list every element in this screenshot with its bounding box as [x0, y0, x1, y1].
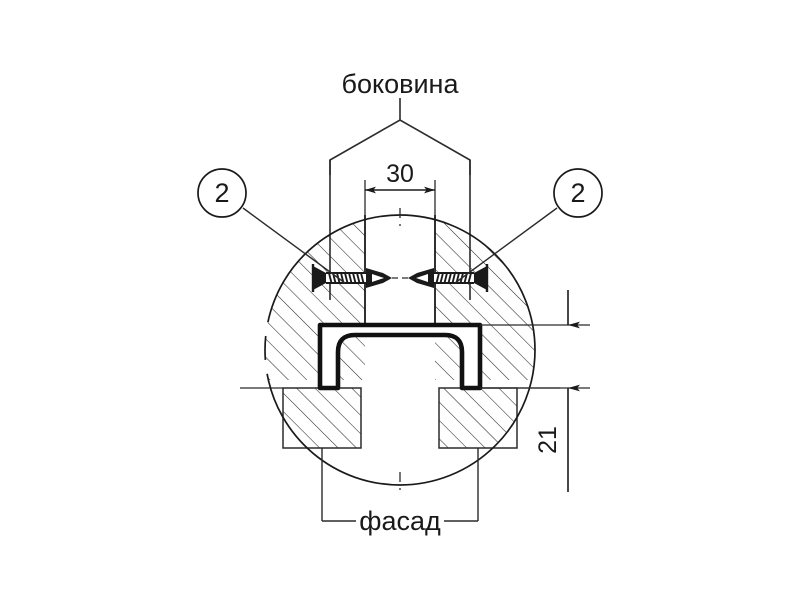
label-facade-text: фасад: [359, 506, 441, 536]
facade-blocks: [240, 387, 560, 449]
callout-left-value: 2: [214, 178, 229, 208]
dimension-30: 30: [364, 160, 436, 215]
label-side-panel: боковина: [342, 69, 460, 99]
label-side-panel-text: боковина: [342, 69, 460, 99]
screw-left: [311, 264, 392, 292]
callout-left-circle[interactable]: [197, 168, 247, 218]
dimension-21: 21: [480, 290, 590, 492]
groove-edges: [364, 215, 436, 325]
callout-right[interactable]: 2: [454, 168, 603, 284]
callout-right-value: 2: [570, 178, 585, 208]
label-facade: фасад: [321, 448, 479, 536]
bracket-profile: [317, 322, 483, 391]
dimension-30-value: 30: [386, 160, 414, 188]
dimension-21-value: 21: [534, 426, 562, 454]
callout-right-circle[interactable]: [553, 168, 603, 218]
callout-left[interactable]: 2: [197, 168, 346, 284]
